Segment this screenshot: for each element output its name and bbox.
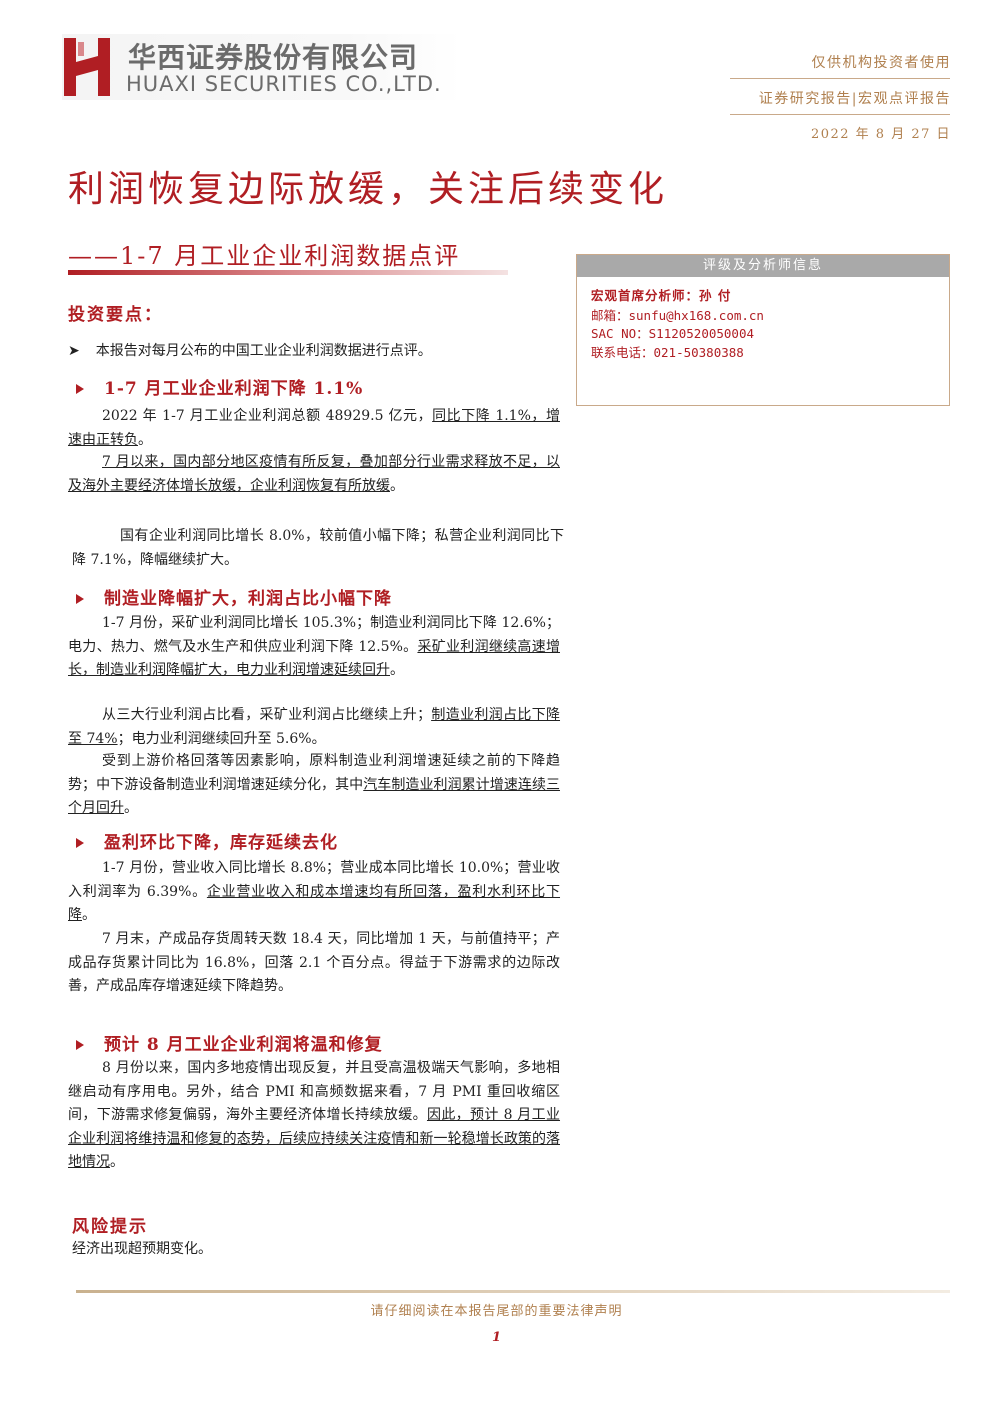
paragraph: 国有企业利润同比增长 8.0%，较前值小幅下降；私营企业利润同比下降 7.1%，… bbox=[72, 528, 564, 568]
subtitle-underline bbox=[68, 270, 508, 275]
section-heading: 制造业降幅扩大，利润占比小幅下降 bbox=[68, 584, 392, 609]
triangle-bullet-icon bbox=[76, 593, 84, 604]
risk-title: 风险提示 bbox=[72, 1217, 148, 1237]
analyst-info-box: 评级及分析师信息 宏观首席分析师：孙 付 邮箱：sunfu@hx168.com.… bbox=[576, 254, 950, 406]
analyst-box-title: 评级及分析师信息 bbox=[577, 255, 949, 277]
key-points-label: 投资要点： bbox=[68, 305, 163, 325]
triangle-bullet-icon bbox=[76, 837, 84, 848]
legal-disclaimer: 请仔细阅读在本报告尾部的重要法律声明 bbox=[370, 1304, 623, 1319]
company-name-en: HUAXI SECURITIES CO.,LTD. bbox=[126, 72, 442, 96]
paragraph: 2022 年 1-7 月工业企业利润总额 48929.5 亿元，同比下降 1.1… bbox=[68, 408, 560, 448]
footer-divider bbox=[76, 1290, 950, 1293]
paragraph: 1-7 月份，营业收入同比增长 8.8%；营业成本同比增长 10.0%；营业收入… bbox=[68, 860, 561, 923]
intro-text: 本报告对每月公布的中国工业企业利润数据进行点评。 bbox=[95, 343, 432, 359]
paragraph: 受到上游价格回落等因素影响，原料制造业利润增速延续之前的下降趋势；中下游设备制造… bbox=[68, 753, 560, 816]
report-type: 证券研究报告|宏观点评报告 bbox=[758, 91, 951, 107]
risk-text: 经济出现超预期变化。 bbox=[72, 1241, 212, 1257]
page-number: 1 bbox=[491, 1330, 502, 1345]
analyst-email[interactable]: 邮箱：sunfu@hx168.com.cn bbox=[591, 308, 764, 323]
intro-bullet: ➤ 本报告对每月公布的中国工业企业利润数据进行点评。 bbox=[68, 340, 432, 360]
report-date: 2022 年 8 月 27 日 bbox=[810, 127, 951, 142]
header-divider bbox=[730, 114, 950, 115]
triangle-bullet-icon bbox=[76, 1039, 84, 1050]
arrow-bullet-icon: ➤ bbox=[68, 343, 80, 359]
section-heading: 1-7 月工业企业利润下降 1.1% bbox=[68, 374, 363, 399]
paragraph: 8 月份以来，国内多地疫情出现反复，并且受高温极端天气影响，多地相继启动有序用电… bbox=[68, 1060, 561, 1170]
report-subtitle: ——1-7 月工业企业利润数据点评 bbox=[68, 242, 461, 270]
section-heading: 盈利环比下降，库存延续去化 bbox=[68, 828, 338, 853]
paragraph: 1-7 月份，采矿业利润同比增长 105.3%；制造业利润同比下降 12.6%；… bbox=[68, 615, 560, 678]
section-heading: 预计 8 月工业企业利润将温和修复 bbox=[68, 1030, 383, 1055]
huaxi-logo-icon bbox=[64, 38, 110, 96]
analyst-phone: 联系电话：021-50380388 bbox=[591, 345, 744, 360]
paragraph: 7 月以来，国内部分地区疫情有所反复，叠加部分行业需求释放不足，以及海外主要经济… bbox=[68, 454, 560, 494]
triangle-bullet-icon bbox=[76, 383, 84, 394]
paragraph: 从三大行业利润占比看，采矿业利润占比继续上升；制造业利润占比下降至 74%；电力… bbox=[68, 707, 561, 747]
report-title: 利润恢复边际放缓，关注后续变化 bbox=[68, 169, 669, 210]
header-divider bbox=[730, 78, 950, 79]
audience-note: 仅供机构投资者使用 bbox=[811, 55, 951, 71]
company-logo: 华西证券股份有限公司 HUAXI SECURITIES CO.,LTD. bbox=[62, 34, 462, 100]
analyst-sac: SAC NO：S1120520050004 bbox=[591, 326, 755, 341]
company-name-cn: 华西证券股份有限公司 bbox=[128, 41, 419, 74]
analyst-name: 宏观首席分析师：孙 付 bbox=[591, 288, 732, 303]
paragraph: 7 月末，产成品存货周转天数 18.4 天，同比增加 1 天，与前值持平；产成品… bbox=[68, 931, 560, 994]
